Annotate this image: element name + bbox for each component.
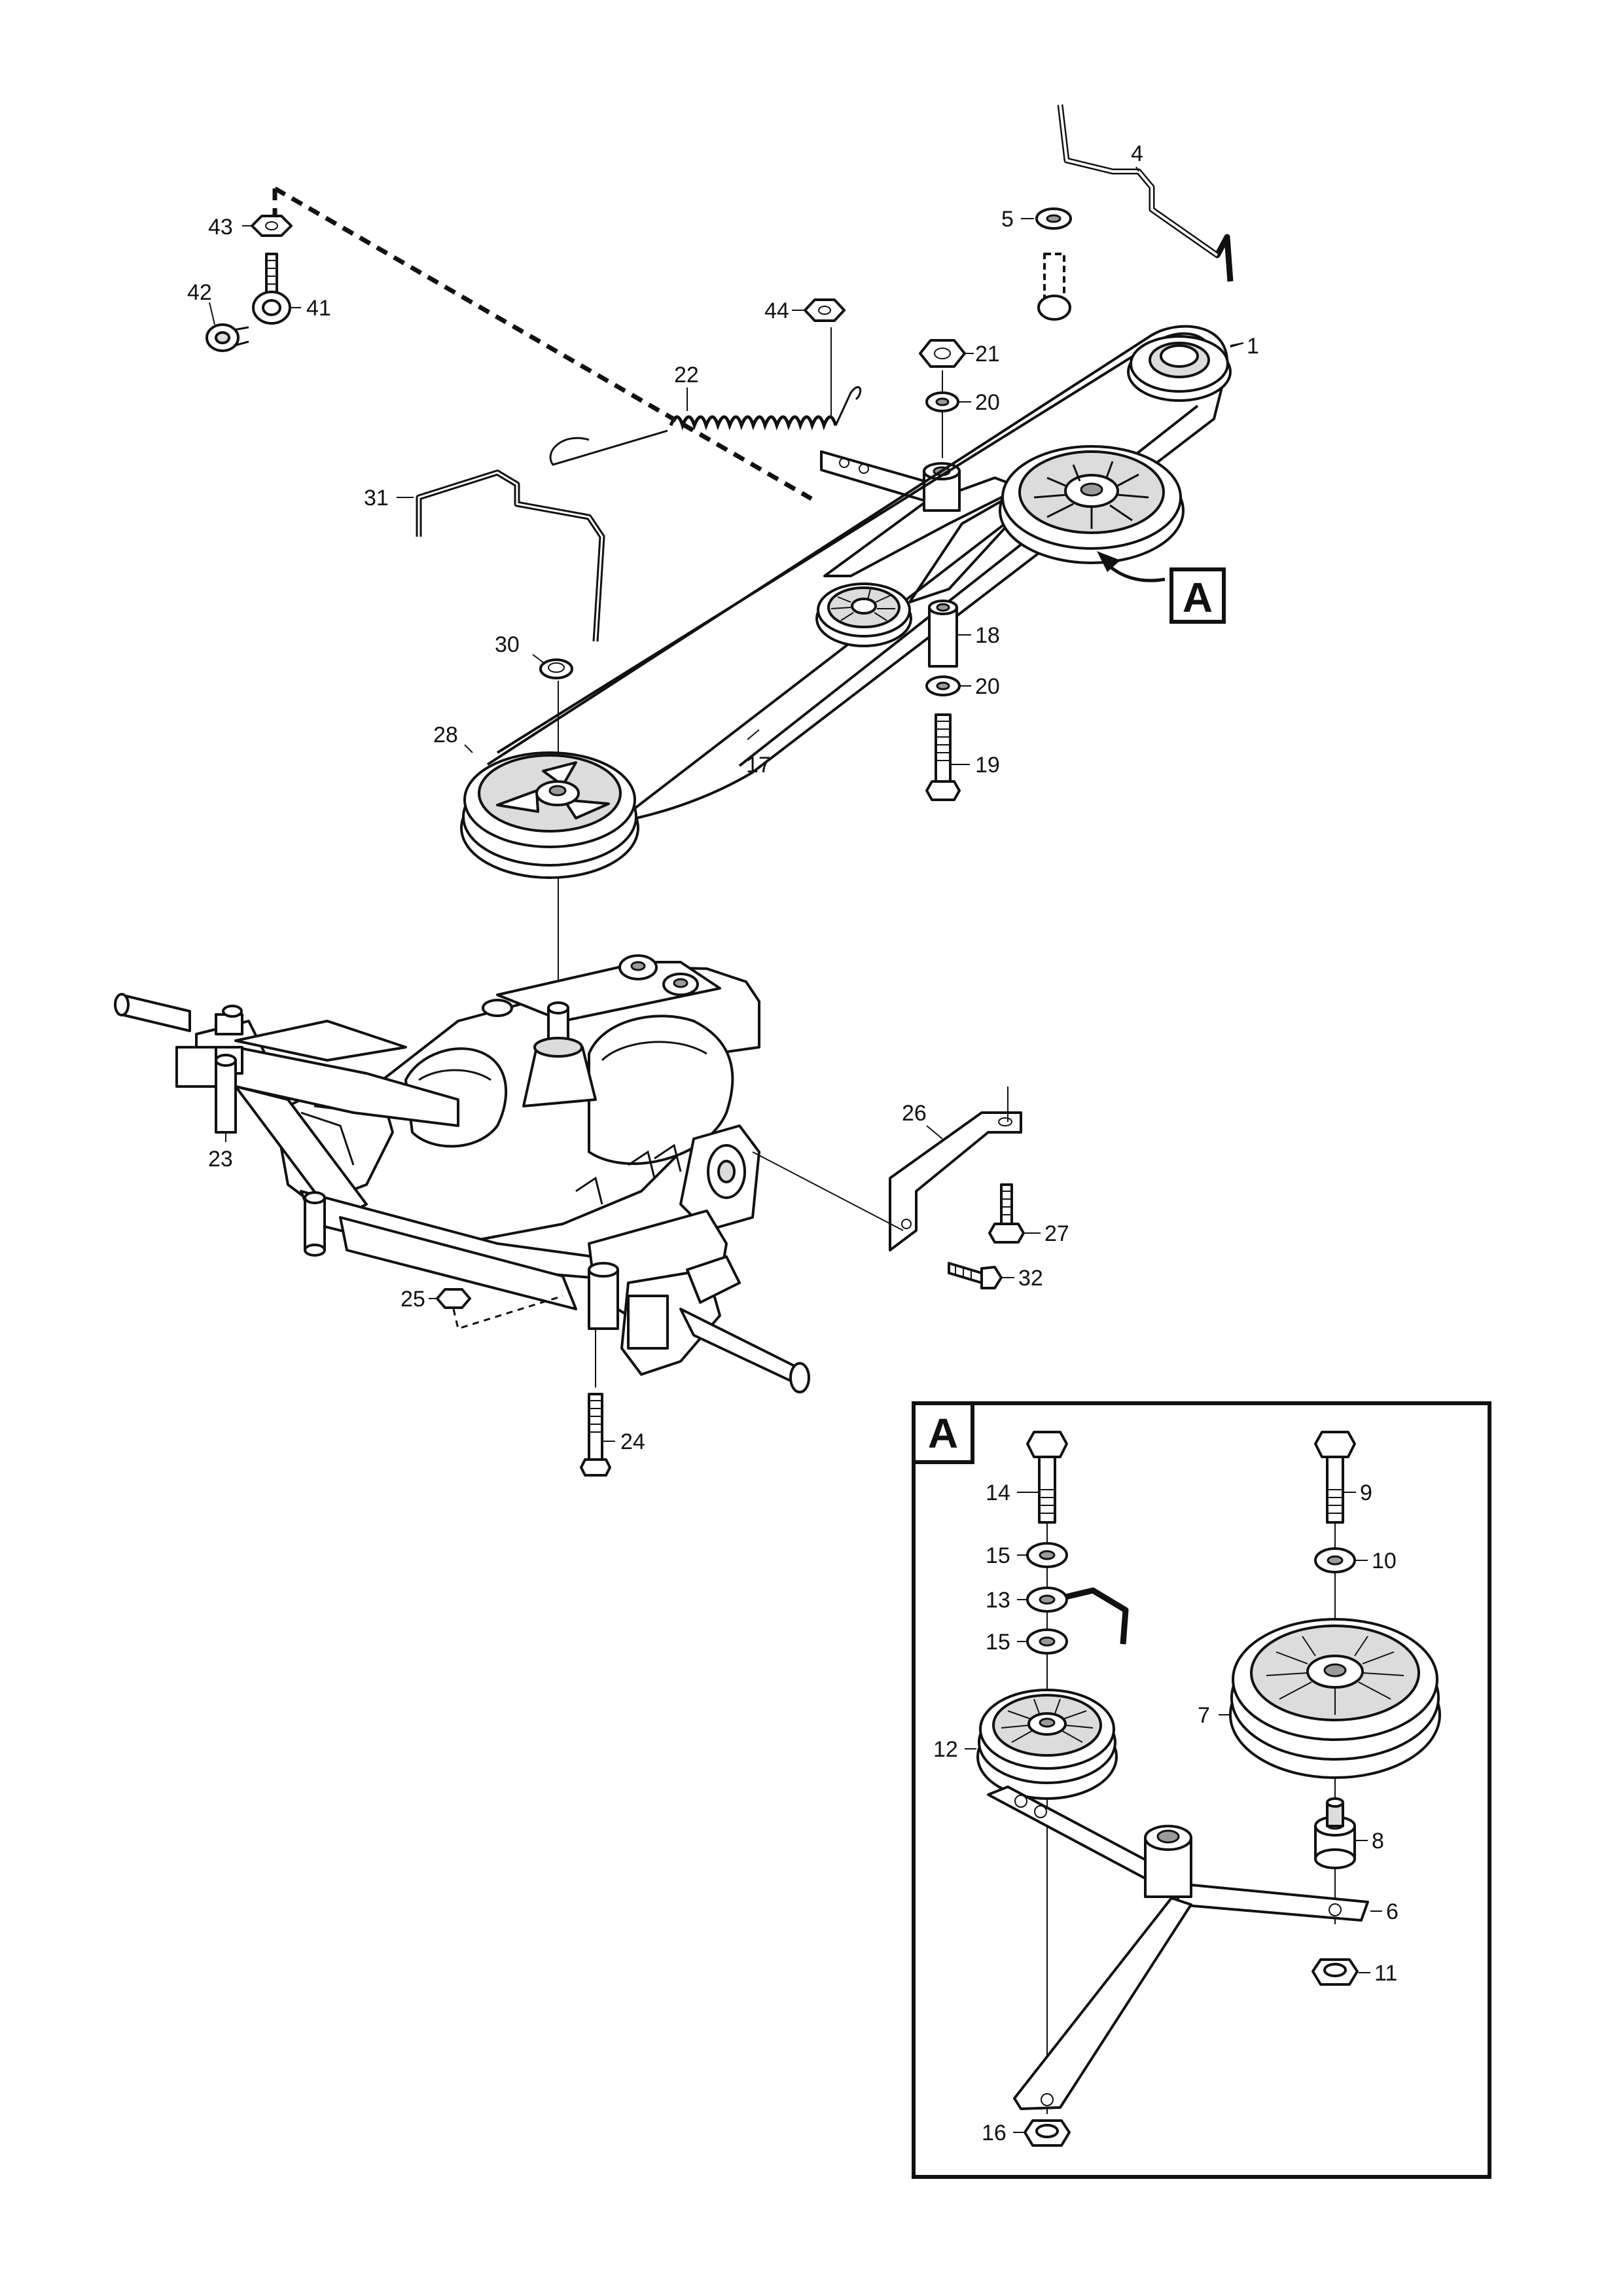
- callout-20-upper: 20: [975, 390, 1000, 415]
- retaining-clip-30: [539, 658, 573, 679]
- detail-a-frame: [912, 1401, 1491, 2179]
- callout-22: 22: [674, 363, 699, 387]
- detail-ref-label: A: [1183, 574, 1213, 621]
- nut-16: [1024, 2119, 1071, 2147]
- idler-pulley-small: [815, 583, 912, 647]
- callout-42: 42: [187, 280, 212, 305]
- callout-6: 6: [1386, 1899, 1399, 1924]
- detail-a-title-box: [912, 1401, 974, 1464]
- detail-ref-box: [1169, 567, 1226, 624]
- callout-14: 14: [986, 1480, 1010, 1505]
- callout-11: 11: [1374, 1961, 1397, 1986]
- callout-17: 17: [746, 753, 771, 778]
- transaxle-housing: [114, 954, 810, 1393]
- bolt-19: [925, 713, 961, 801]
- washer-5: [1035, 207, 1072, 230]
- callout-13: 13: [986, 1588, 1010, 1613]
- spring-22: [549, 386, 862, 466]
- bolt-14: [1026, 1431, 1068, 1524]
- idler-pulley-12: [976, 1689, 1118, 1800]
- callout-4: 4: [1131, 141, 1143, 166]
- flange-nut-21: [919, 339, 966, 393]
- idler-pulley-7: [1229, 1618, 1441, 1779]
- callout-20-lower: 20: [975, 674, 1000, 699]
- callout-9: 9: [1360, 1480, 1372, 1505]
- bushing-42: [205, 323, 249, 352]
- nut-44: [804, 298, 846, 419]
- bushing-8: [1314, 1797, 1356, 1869]
- tension-bracket: [820, 450, 1022, 603]
- dashed-link-line: [274, 186, 813, 501]
- callout-8: 8: [1372, 1829, 1384, 1854]
- wire-bracket-31: [416, 469, 605, 642]
- washer-20-upper: [925, 391, 959, 458]
- detail-arrow: [1105, 562, 1166, 583]
- callout-30: 30: [495, 632, 520, 657]
- nut-43: [251, 215, 293, 237]
- callout-16: 16: [982, 2121, 1007, 2145]
- axis-line-26: [752, 1151, 904, 1231]
- callout-23: 23: [208, 1147, 233, 1172]
- idler-pulley-large: [999, 445, 1185, 564]
- callout-15-upper: 15: [986, 1543, 1010, 1568]
- callout-18: 18: [975, 623, 1000, 648]
- callout-31: 31: [364, 486, 389, 511]
- bolt-24: [580, 1329, 611, 1477]
- callout-1: 1: [1247, 334, 1259, 359]
- washer-15-upper: [1026, 1542, 1068, 1568]
- callout-7: 7: [1198, 1703, 1210, 1728]
- arm-13: [1026, 1587, 1129, 1645]
- nut-11: [1311, 1958, 1359, 1986]
- callout-24: 24: [620, 1429, 645, 1454]
- bracket-6: [987, 1785, 1369, 2110]
- callout-25: 25: [401, 1287, 425, 1312]
- detail-arrow-head: [1097, 551, 1120, 572]
- callout-43: 43: [208, 215, 233, 240]
- callout-41: 41: [306, 296, 331, 321]
- callout-32: 32: [1018, 1266, 1043, 1291]
- detail-a-title: A: [928, 1410, 958, 1457]
- transmission-pulley-28: [460, 751, 639, 879]
- callout-27: 27: [1044, 1221, 1069, 1246]
- callout-15-lower: 15: [986, 1630, 1010, 1655]
- screw-4: [1037, 253, 1071, 321]
- callout-28: 28: [433, 723, 458, 747]
- bolt-32: [948, 1262, 1003, 1289]
- washer-20-lower: [925, 675, 961, 696]
- callout-44: 44: [764, 298, 789, 323]
- detail-a-panel: A: [912, 1401, 1491, 2179]
- callout-5: 5: [1001, 207, 1014, 232]
- bolt-27: [988, 1183, 1025, 1244]
- washer-15-lower: [1026, 1628, 1068, 1655]
- callout-26: 26: [902, 1101, 927, 1126]
- engine-pulley-1: [1127, 335, 1244, 402]
- eye-bolt-41: [252, 253, 291, 325]
- bolt-9: [1314, 1431, 1356, 1524]
- washer-10: [1314, 1547, 1356, 1573]
- callout-12: 12: [933, 1737, 958, 1762]
- control-rod-4: [1057, 104, 1234, 282]
- callout-10: 10: [1372, 1549, 1397, 1573]
- callout-21: 21: [975, 342, 1000, 367]
- callout-19: 19: [975, 753, 1000, 778]
- callouts-main: 1 4 5 17 18 19 20 20 21 22 23 24 25 26 2…: [187, 141, 1259, 1454]
- spacer-18: [928, 600, 958, 668]
